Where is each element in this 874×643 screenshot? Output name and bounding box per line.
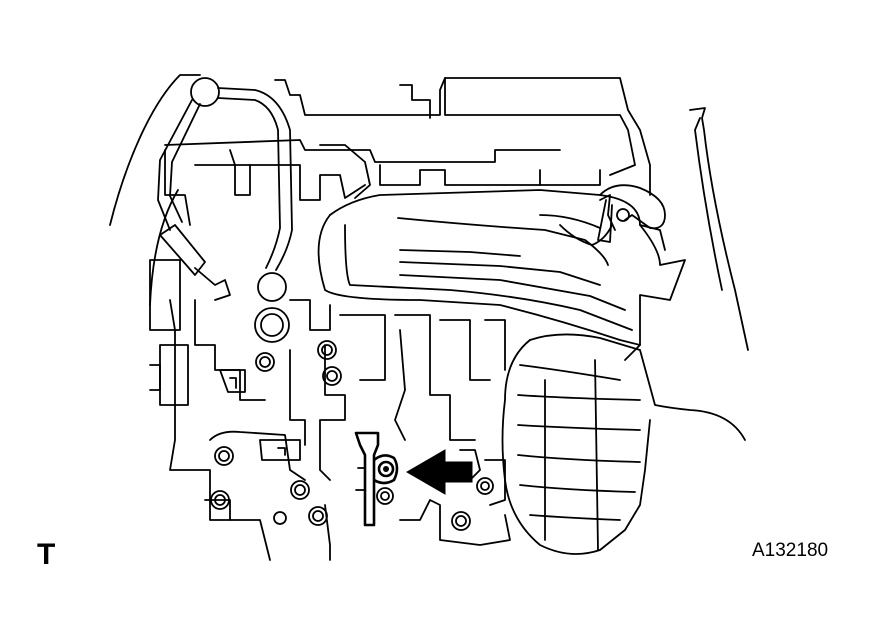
left-arrow-icon xyxy=(406,449,473,495)
bolt xyxy=(308,506,328,526)
bolt xyxy=(210,490,230,510)
oil-level-gauge-guide xyxy=(354,431,399,527)
bolt xyxy=(476,477,494,495)
corner-mark: T xyxy=(37,538,56,571)
bolt xyxy=(214,446,234,466)
bolts xyxy=(210,340,494,531)
bolt xyxy=(255,352,275,372)
figure-id: A132180 xyxy=(752,540,829,561)
bolt xyxy=(451,511,471,531)
bolt xyxy=(290,480,310,500)
upper-hose xyxy=(157,77,293,302)
bolt xyxy=(376,487,394,505)
left-sensor-hose xyxy=(159,224,231,301)
outlet-ring xyxy=(254,307,290,343)
heat-shield xyxy=(501,333,746,555)
bolt xyxy=(322,366,342,386)
right-cable xyxy=(689,107,749,351)
bolt xyxy=(273,511,287,525)
bolt xyxy=(317,340,337,360)
engine-block xyxy=(149,259,511,561)
cylinder-head xyxy=(164,77,651,226)
intake-manifold xyxy=(317,189,686,361)
throttle-bracket xyxy=(597,184,666,243)
